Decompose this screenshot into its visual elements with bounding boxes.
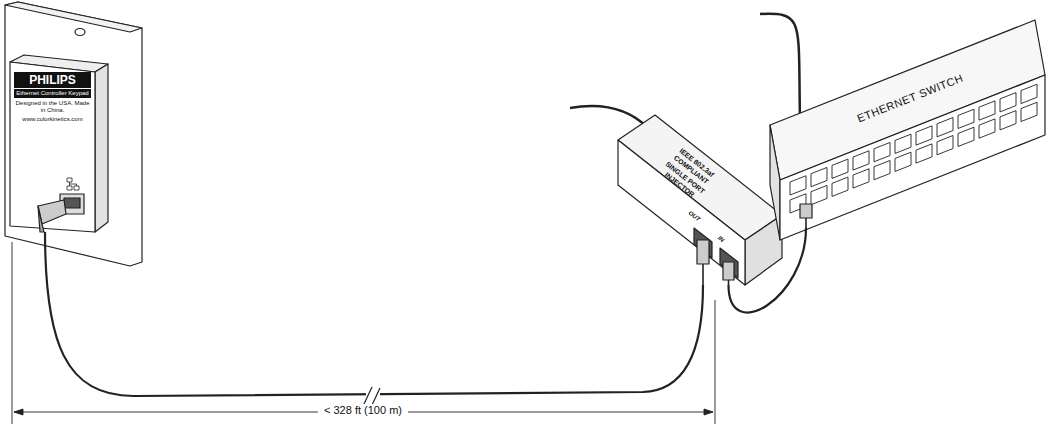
injector-label: IEEE 802.3af COMPLIANT SINGLE PORT INJEC… <box>651 139 725 208</box>
plate-slot <box>75 29 85 36</box>
device-name: ETHERNET SWITCH <box>833 63 986 133</box>
port-label: OUT <box>687 210 701 223</box>
dimension-label: < 328 ft (100 m) <box>318 404 408 416</box>
rj45-plug <box>723 262 734 280</box>
rj45-plug <box>38 200 66 224</box>
switch-ports <box>790 84 1037 213</box>
rj45-plug <box>697 240 709 264</box>
switch-top <box>770 20 1045 180</box>
power-cord <box>760 14 800 120</box>
poe-injector: IEEE 802.3af COMPLIANT SINGLE PORT INJEC… <box>618 115 782 285</box>
injector-front <box>618 140 745 285</box>
ethernet-switch: ETHERNET SWITCH <box>780 20 1048 228</box>
website: www.colorkinetics.com <box>14 116 91 123</box>
rj45-plug <box>800 204 812 218</box>
ethernet-cable <box>729 228 807 312</box>
injector-end <box>745 215 782 285</box>
power-cord <box>570 106 648 128</box>
product-name: Ethernet Controller Keypad <box>14 89 91 98</box>
network-icon <box>67 178 79 190</box>
switch-side <box>770 125 780 240</box>
brand-name: PHILIPS <box>14 72 91 88</box>
port-label: IN <box>717 235 725 243</box>
keypad-housing <box>10 62 95 232</box>
dimension-line <box>12 242 715 424</box>
origin-note: Designed in the USA. Made in China. <box>14 100 91 114</box>
wall-plate <box>5 2 142 266</box>
keypad-side <box>95 64 108 232</box>
ethernet-cable <box>45 232 703 396</box>
keypad-housing: PHILIPSEthernet Controller KeypadDesigne… <box>10 62 95 232</box>
